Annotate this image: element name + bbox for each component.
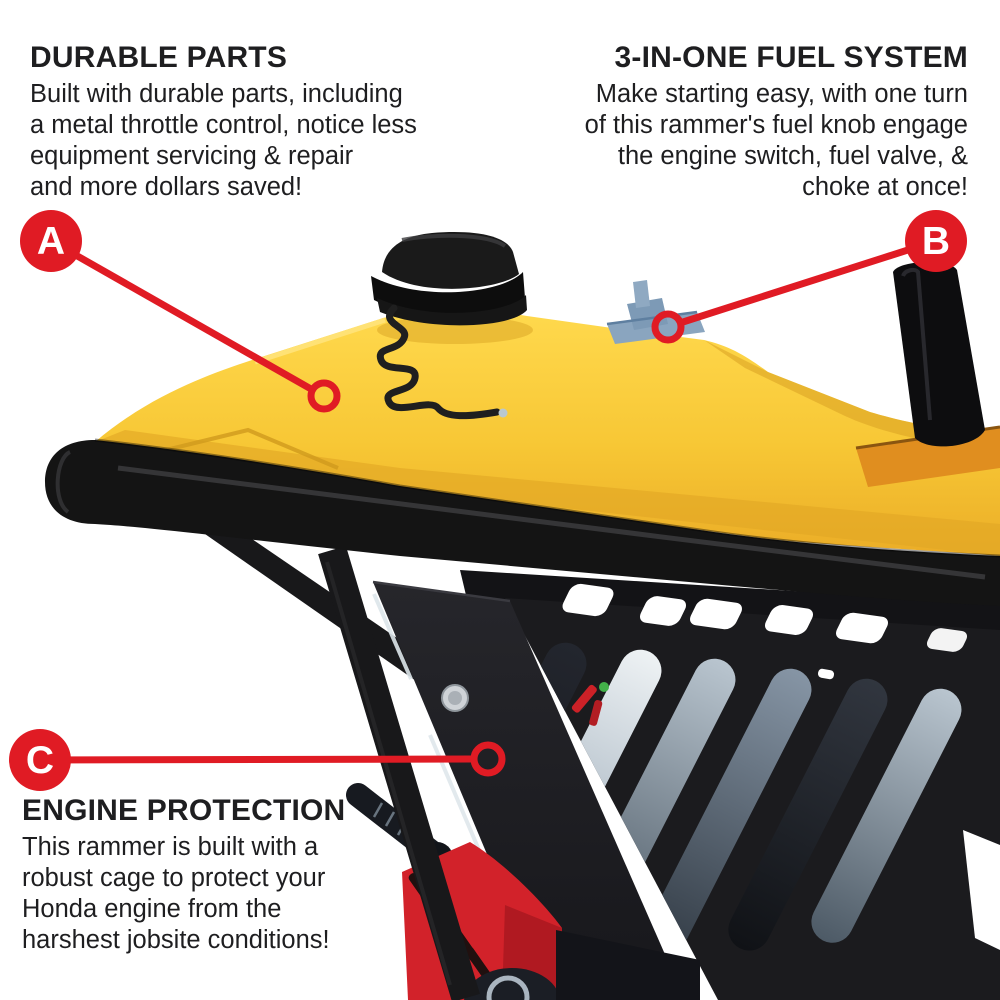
starter-ring (486, 975, 530, 1000)
handle-post-highlight (901, 267, 932, 421)
callout-text-line: equipment servicing & repair (30, 142, 354, 170)
target-ring-a (307, 379, 341, 413)
lower-engine-shadow (556, 930, 700, 1000)
cage-tube (318, 545, 480, 1000)
cable-screw (498, 408, 508, 418)
badge-a: A (20, 210, 82, 272)
fuel-cap (371, 232, 527, 326)
cap-shadow (377, 316, 533, 344)
cage-gap-wedge (963, 830, 1000, 950)
badge-letter: B (921, 219, 951, 263)
callout-text-line: This rammer is built with a (22, 833, 319, 861)
red-wire (589, 700, 603, 726)
rail-highlight (117, 465, 986, 580)
panel-bolt (441, 684, 469, 712)
tank-step-line (165, 427, 339, 470)
badge-letter: C (25, 738, 55, 782)
callout-durable-parts: DURABLE PARTS Built with durable parts, … (30, 42, 500, 203)
red-wire (571, 684, 597, 713)
panel-edge-highlight (372, 593, 413, 680)
badge-letter: A (36, 219, 66, 263)
rail-cap-highlight (55, 450, 72, 514)
callout-text-line: Make starting easy, with one turn (595, 80, 968, 108)
callout-line-b (681, 237, 938, 326)
callout-title: DURABLE PARTS (30, 41, 288, 74)
cage-slot (728, 678, 888, 951)
tank-ridge-highlight (254, 317, 386, 365)
callout-text-line: robust cage to protect your (22, 864, 326, 892)
callout-fuel-system: 3-IN-ONE FUEL SYSTEM Make starting easy,… (508, 42, 968, 203)
cage-slot (811, 688, 962, 943)
callout-text-line: and more dollars saved! (30, 173, 303, 201)
callout-line-a (49, 237, 313, 393)
callout-text-line: harshest jobsite conditions! (22, 926, 330, 954)
target-ring-c (470, 741, 506, 777)
callout-text-line: Honda engine from the (22, 895, 282, 923)
cage-slot (647, 668, 812, 950)
callout-text-line: the engine switch, fuel valve, & (617, 142, 968, 170)
callout-text-line: choke at once! (802, 173, 968, 201)
cage-gap-slots (562, 583, 968, 680)
badge-c: C (9, 729, 71, 791)
callout-engine-protection: ENGINE PROTECTION This rammer is built w… (22, 795, 442, 956)
bumper-rail (45, 438, 1000, 606)
callout-title: ENGINE PROTECTION (22, 794, 346, 827)
callout-text-line: of this rammer's fuel knob engage (584, 111, 968, 139)
handle-post (893, 261, 985, 447)
callout-text-line: a metal throttle control, notice less (30, 111, 417, 139)
callout-text-line: Built with durable parts, including (30, 80, 403, 108)
green-wire (599, 682, 609, 692)
callout-title: 3-IN-ONE FUEL SYSTEM (614, 41, 968, 74)
panel-edge-highlight (428, 734, 481, 851)
callout-line-c (39, 755, 472, 764)
throttle-cable (376, 304, 501, 420)
target-ring-b (651, 310, 685, 344)
annotations (39, 237, 938, 777)
badge-b: B (905, 210, 967, 272)
